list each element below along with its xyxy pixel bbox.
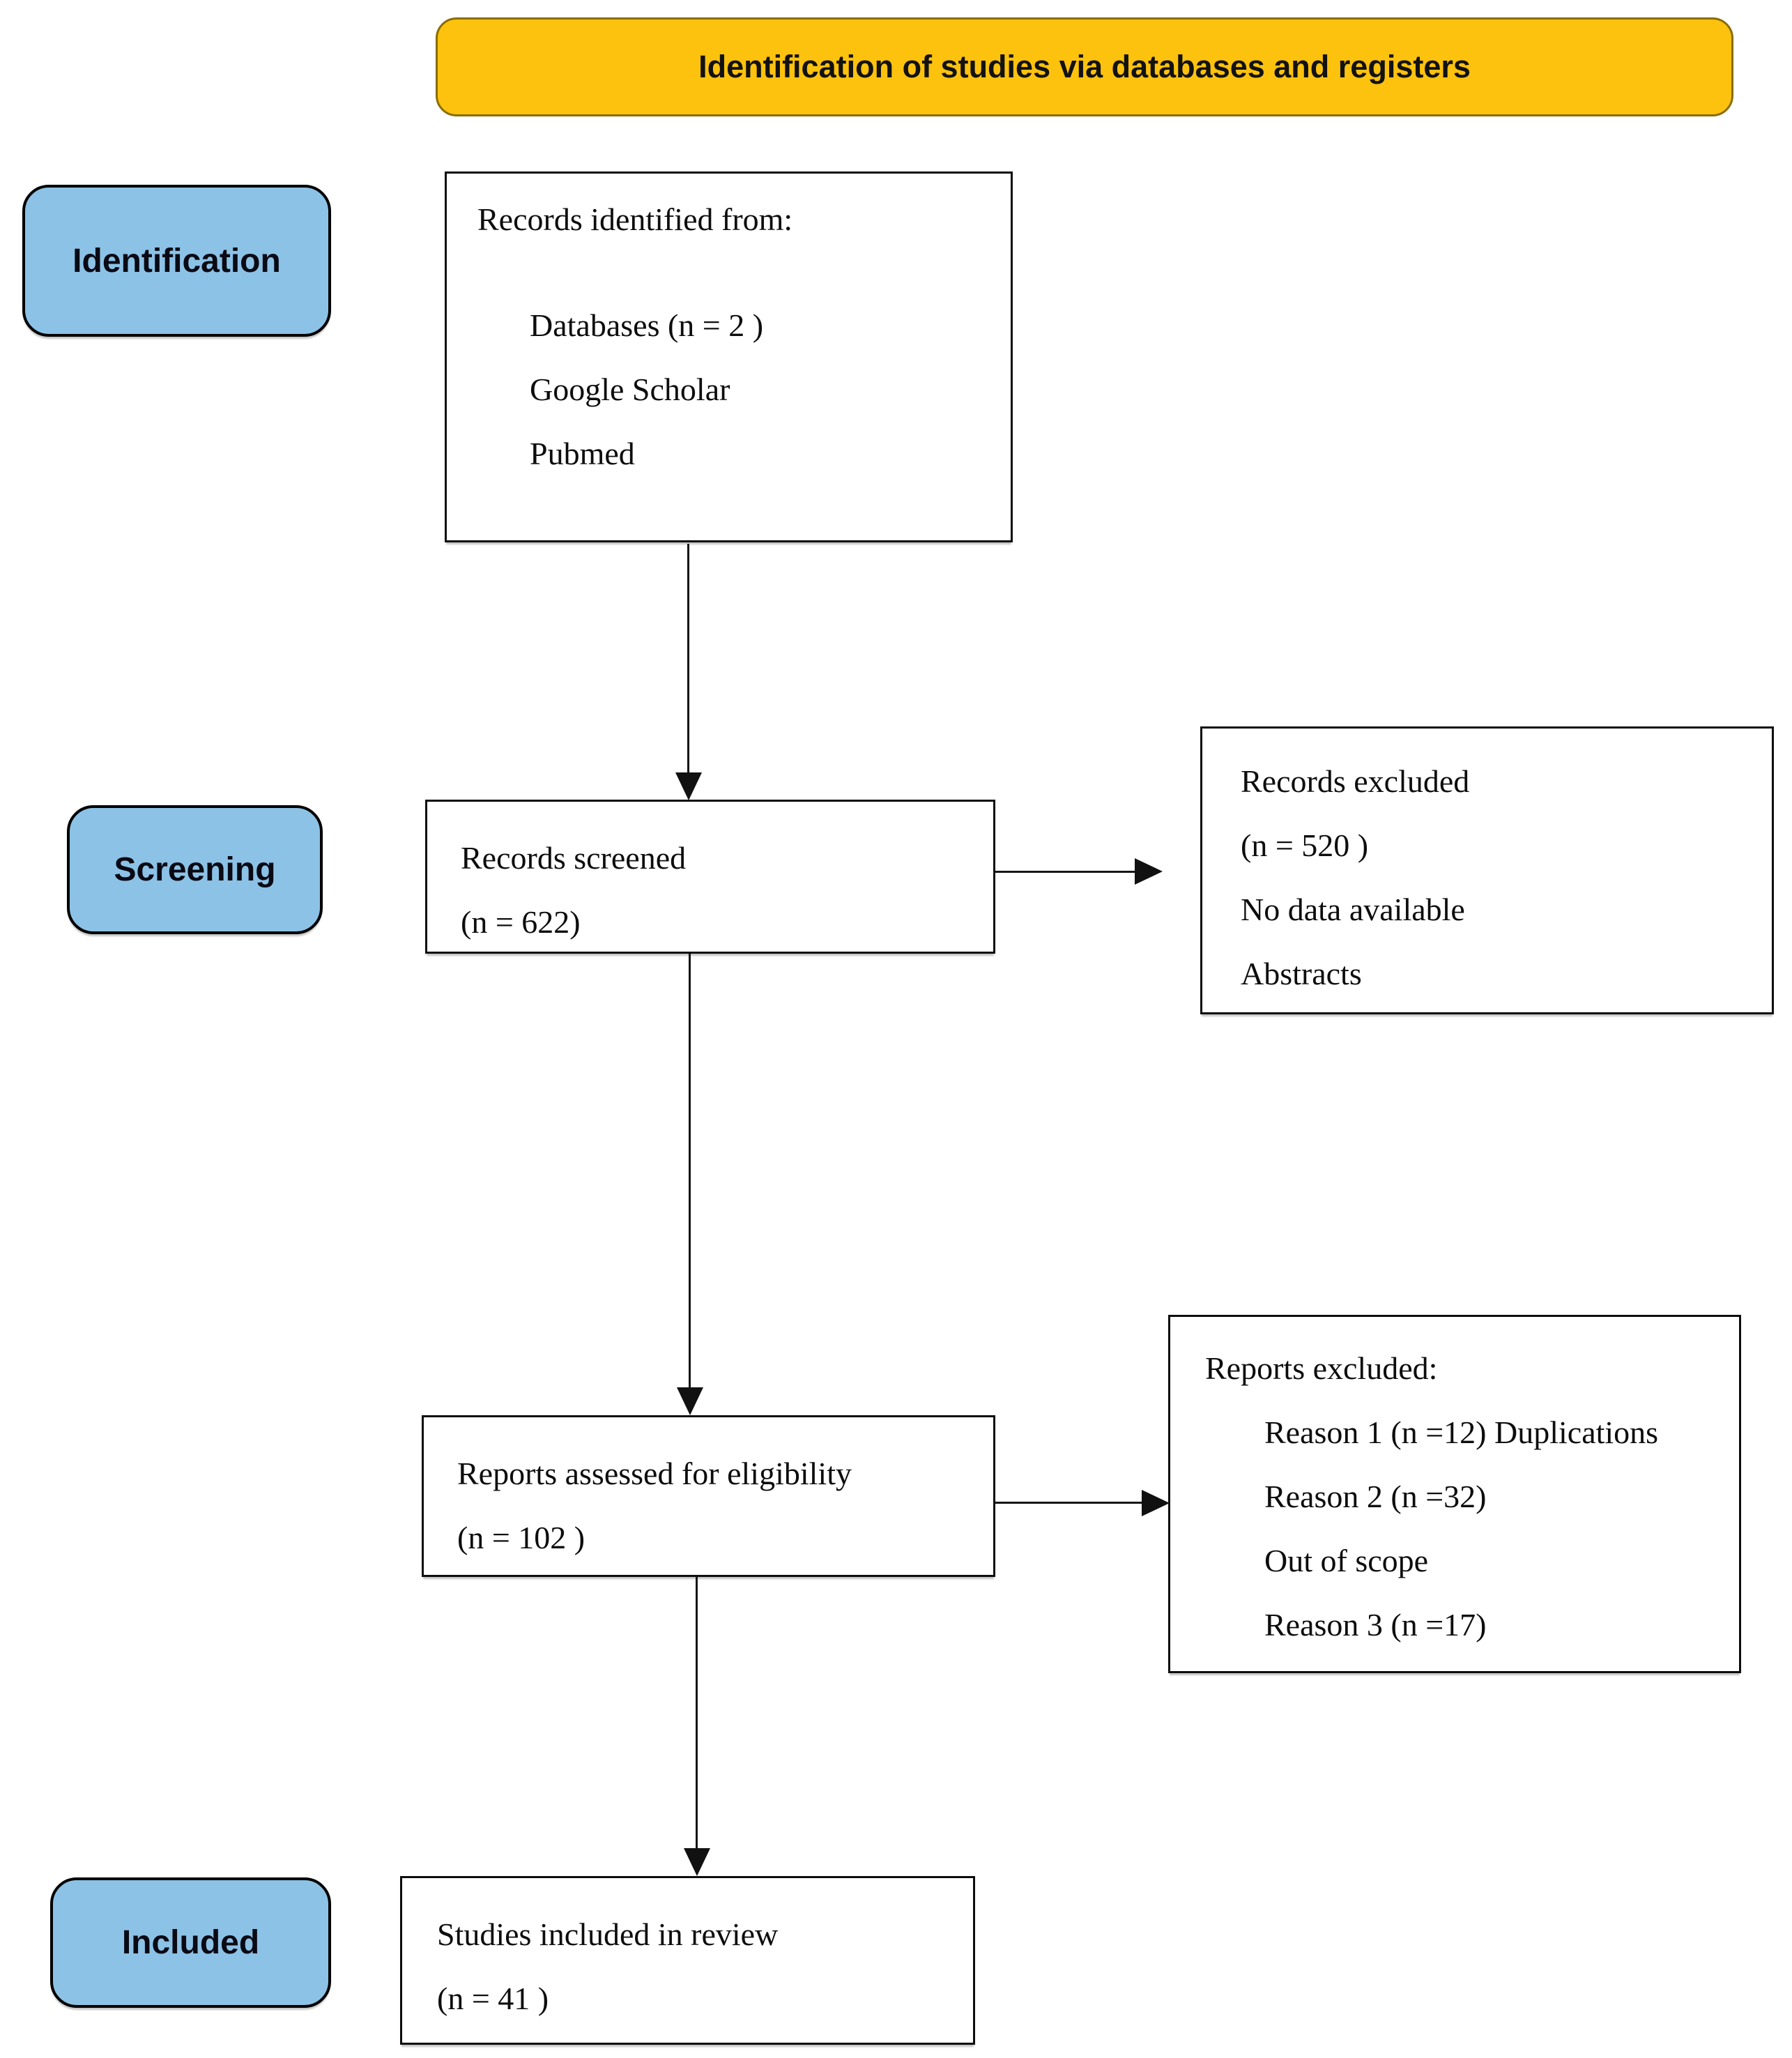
- box-count: (n = 622): [461, 904, 581, 940]
- reports-assessed-box: Reports assessed for eligibility (n = 10…: [422, 1415, 995, 1577]
- arrow-right-icon: [1142, 1490, 1170, 1516]
- arrow-down-icon: [684, 1848, 710, 1876]
- box-line: Reports assessed for eligibility: [457, 1456, 852, 1491]
- box-heading: Reports excluded:: [1205, 1350, 1438, 1386]
- box-item: Databases (n = 2 ): [530, 307, 764, 343]
- records-screened-box: Records screened (n = 622): [425, 800, 995, 954]
- flow-arrow-screened-to-excluded: [995, 871, 1136, 873]
- box-line: No data available: [1241, 892, 1465, 927]
- box-item: Reason 2 (n =32): [1264, 1479, 1487, 1514]
- box-item: Pubmed: [530, 436, 635, 471]
- box-line: Abstracts: [1241, 956, 1362, 991]
- diagram-title: Identification of studies via databases …: [698, 49, 1471, 84]
- box-line: Studies included in review: [437, 1916, 779, 1952]
- box-item: Google Scholar: [530, 372, 730, 407]
- stage-label-text: Identification: [72, 242, 281, 280]
- box-item: Out of scope: [1264, 1543, 1429, 1578]
- studies-included-box: Studies included in review (n = 41 ): [400, 1876, 975, 2045]
- diagram-title-banner: Identification of studies via databases …: [436, 17, 1733, 116]
- box-line: Records screened: [461, 840, 687, 876]
- flow-arrow-identified-to-screened: [687, 544, 689, 775]
- stage-label-screening: Screening: [67, 805, 323, 934]
- stage-label-text: Included: [121, 1924, 260, 1961]
- box-count: (n = 102 ): [457, 1520, 585, 1555]
- stage-label-text: Screening: [114, 851, 276, 888]
- records-identified-box: Records identified from: Databases (n = …: [445, 172, 1013, 542]
- flow-arrow-screened-to-assessed: [689, 954, 691, 1390]
- box-heading: Records identified from:: [477, 201, 793, 237]
- box-line: Records excluded: [1241, 763, 1470, 799]
- flow-arrow-assessed-to-excluded: [995, 1502, 1143, 1504]
- box-item: Reason 3 (n =17): [1264, 1607, 1487, 1642]
- arrow-down-icon: [675, 772, 702, 800]
- flow-arrow-assessed-to-included: [696, 1577, 698, 1851]
- box-item: Reason 1 (n =12) Duplications: [1264, 1415, 1659, 1450]
- stage-label-identification: Identification: [22, 185, 331, 337]
- arrow-right-icon: [1135, 858, 1163, 885]
- box-count: (n = 41 ): [437, 1981, 549, 2016]
- reports-excluded-box: Reports excluded: Reason 1 (n =12) Dupli…: [1168, 1315, 1741, 1673]
- arrow-down-icon: [677, 1387, 703, 1415]
- stage-label-included: Included: [50, 1877, 331, 2008]
- box-count: (n = 520 ): [1241, 828, 1369, 863]
- records-excluded-box: Records excluded (n = 520 ) No data avai…: [1200, 726, 1774, 1014]
